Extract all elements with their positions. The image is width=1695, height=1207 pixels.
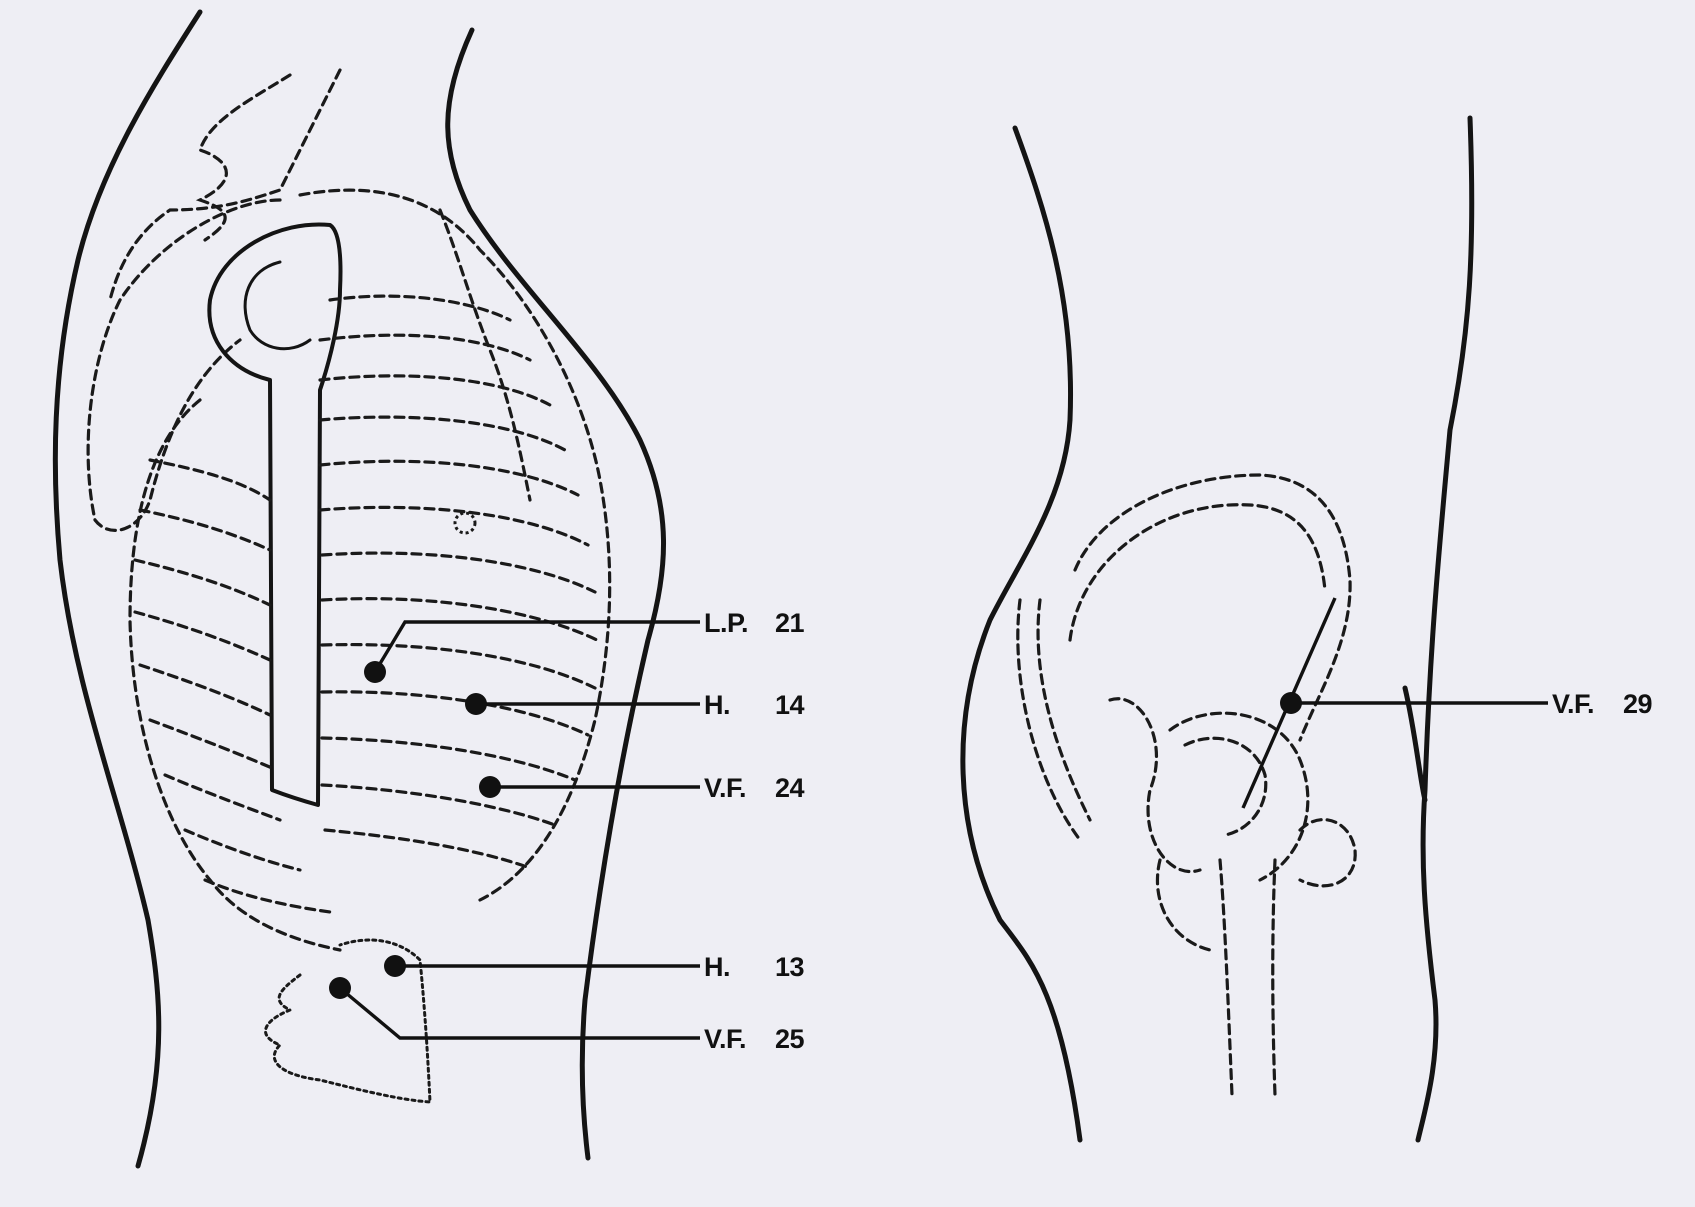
acupoint-h13: H. 13 — [384, 952, 805, 982]
label-code: V.F. — [704, 1024, 746, 1054]
point-marker — [329, 977, 351, 999]
point-marker — [479, 776, 501, 798]
obturator — [1155, 858, 1212, 952]
hip-front-outline — [1415, 115, 1475, 1143]
clavicle-area — [108, 68, 342, 302]
hip-back-outline — [960, 125, 1083, 1143]
label-number: 21 — [775, 608, 805, 638]
nipple-mark — [453, 511, 477, 535]
label-code: H. — [704, 690, 730, 720]
svg-text:V.F.29: V.F. 29 — [1552, 689, 1653, 719]
svg-text:H.13: H. 13 — [704, 952, 805, 982]
iliac-wing — [1073, 473, 1352, 742]
torso-front-outline — [445, 27, 667, 1161]
iliac-wing-inner — [1068, 503, 1327, 642]
svg-text:L.P.21: L.P. 21 — [704, 608, 805, 638]
label-number: 24 — [775, 773, 805, 803]
acetabulum — [1168, 711, 1310, 882]
point-marker — [384, 955, 406, 977]
scapula — [86, 198, 282, 532]
sacrum — [1016, 598, 1092, 842]
hip-crease — [1402, 685, 1428, 803]
femoral-head — [1183, 736, 1268, 837]
iliac-crest-dotted — [264, 938, 432, 1104]
costal-cartilage — [438, 208, 532, 502]
label-number: 13 — [775, 952, 805, 982]
point-marker — [1280, 692, 1302, 714]
label-code: H. — [704, 952, 730, 982]
label-number: 29 — [1623, 689, 1653, 719]
femur-shaft-front — [1271, 858, 1277, 1097]
label-code: V.F. — [704, 773, 746, 803]
label-number: 25 — [775, 1024, 805, 1054]
point-marker — [465, 693, 487, 715]
humerus-outline — [207, 222, 343, 807]
point-marker — [364, 661, 386, 683]
label-code: L.P. — [704, 608, 748, 638]
acupoint-lp21: L.P. 21 — [364, 608, 805, 683]
cervical-spine — [195, 73, 292, 242]
greater-trochanter — [1298, 818, 1357, 888]
acupoint-h14: H. 14 — [465, 690, 805, 720]
torso-figure — [52, 9, 667, 1169]
label-number: 14 — [775, 690, 805, 720]
svg-text:V.F.25: V.F. 25 — [704, 1024, 805, 1054]
ribcage-back — [128, 398, 342, 952]
ribs — [133, 294, 599, 914]
humerus-head-inner — [243, 260, 312, 351]
svg-text:H.14: H. 14 — [704, 690, 805, 720]
svg-text:V.F.24: V.F. 24 — [704, 773, 805, 803]
ischium — [1108, 697, 1202, 874]
acupoint-vf24: V.F. 24 — [479, 773, 805, 803]
label-code: V.F. — [1552, 689, 1594, 719]
acupoint-vf29: V.F. 29 — [1241, 597, 1653, 809]
acupoint-vf25: V.F. 25 — [329, 977, 805, 1054]
torso-back-outline — [52, 9, 203, 1169]
hip-figure — [960, 115, 1475, 1143]
femur-shaft-back — [1218, 858, 1234, 1097]
